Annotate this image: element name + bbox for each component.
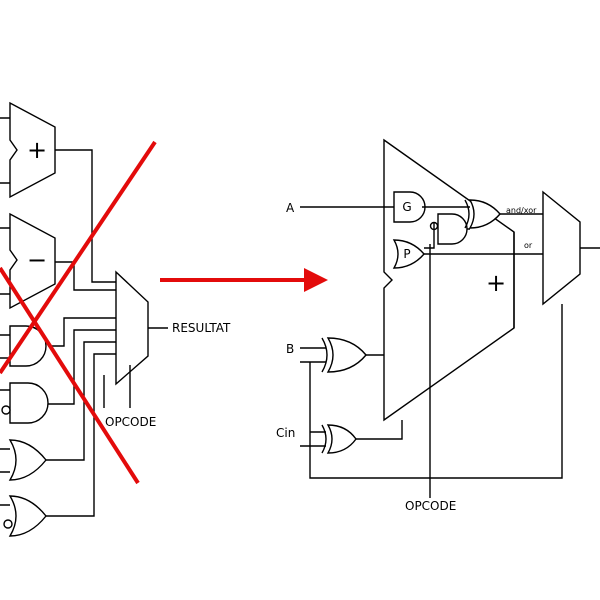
p-gate xyxy=(392,239,425,269)
cross-out-line-1 xyxy=(0,140,157,375)
new-wires xyxy=(300,206,600,498)
g-gate xyxy=(393,191,426,223)
new-adder-symbol: + xyxy=(486,269,506,297)
input-b-label: B xyxy=(286,342,294,356)
arrow-head xyxy=(304,268,328,292)
result-mux xyxy=(542,190,581,306)
input-a-label: A xyxy=(286,201,295,215)
p-gate-label: P xyxy=(403,247,410,261)
mux-input-and-xor-label: and/xor xyxy=(506,206,537,215)
inner-and-gate xyxy=(437,213,468,245)
resultat-label: RESULTAT xyxy=(172,321,231,335)
old-alu-circuit: + − RESULTAT OPCODE xyxy=(0,101,231,537)
and-gate-2 xyxy=(9,382,49,424)
mux-input-or-label: or xyxy=(524,241,533,250)
new-alu-circuit: + G P and/xor or A B Cin OPCODE xyxy=(276,138,600,513)
subtractor-symbol: − xyxy=(27,246,47,274)
transform-arrow xyxy=(160,268,328,292)
or-gate-2 xyxy=(8,495,47,537)
b-xor-gate xyxy=(326,337,367,373)
subtractor-block xyxy=(9,212,56,310)
cin-xor-gate xyxy=(326,424,357,454)
inverter-bubble-2 xyxy=(3,519,13,529)
cross-out-line-2 xyxy=(0,266,140,485)
output-mux xyxy=(115,270,149,386)
or-gate-1 xyxy=(8,439,47,481)
inverter-bubble-1 xyxy=(1,405,11,415)
old-opcode-label: OPCODE xyxy=(105,415,156,429)
combine-gate xyxy=(468,199,501,229)
adder-block xyxy=(9,101,56,199)
g-gate-label: G xyxy=(402,200,411,214)
adder-symbol: + xyxy=(27,136,47,164)
new-opcode-label: OPCODE xyxy=(405,499,456,513)
input-cin-label: Cin xyxy=(276,426,295,440)
